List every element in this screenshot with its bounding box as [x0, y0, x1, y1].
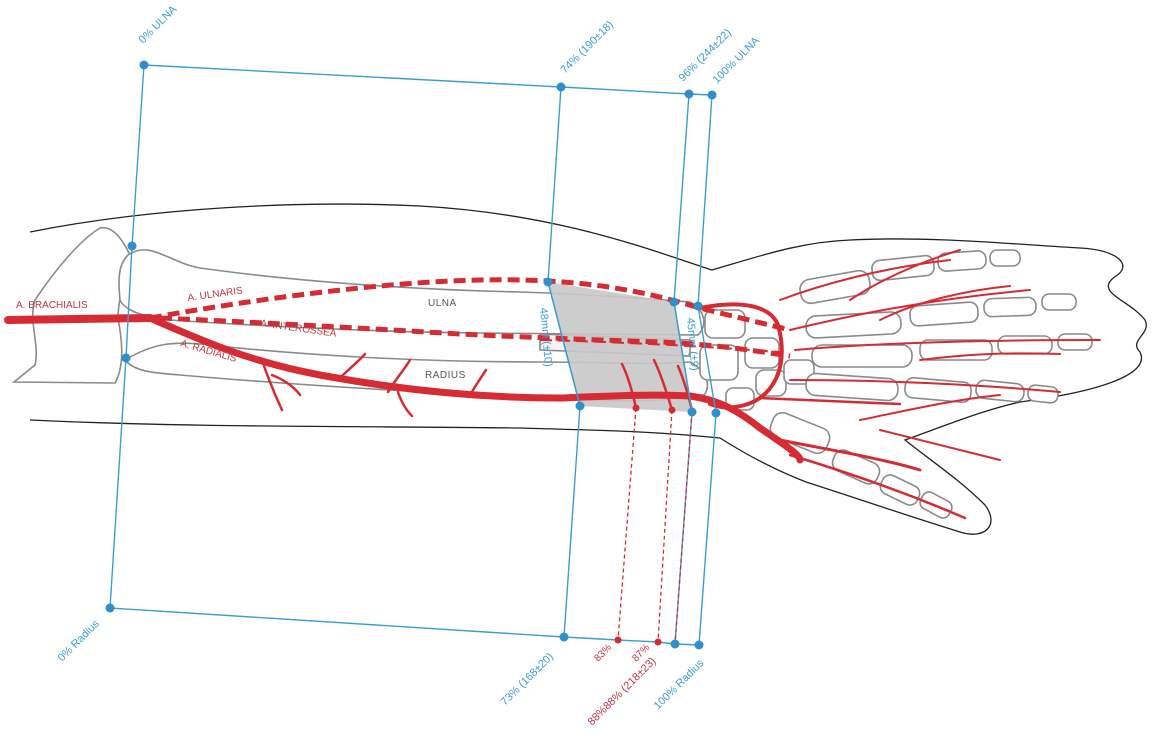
label-radius-88: 88%88% (218±23)	[586, 655, 659, 728]
point-ulna-96	[685, 90, 694, 99]
point-ulna-0	[140, 61, 149, 70]
label-brachialis: A. BRACHIALIS	[16, 300, 88, 311]
label-radius-0: 0% Radius	[56, 618, 102, 664]
projection-lines	[618, 408, 692, 644]
point-87	[655, 639, 662, 646]
point-radius-0	[106, 604, 115, 613]
label-radius-100: 100% Radius	[652, 657, 707, 712]
label-ulna-74: 74% (190±18)	[559, 19, 616, 76]
point-ulna-100	[708, 91, 717, 100]
point-radius-88	[671, 640, 680, 649]
label-radius-73: 73% (168±20)	[499, 651, 556, 708]
label-ulna-0: 0% ULNA	[137, 3, 180, 46]
label-radius-bone: RADIUS	[425, 370, 466, 381]
point-radius-100	[695, 641, 704, 650]
hand-bones	[700, 250, 1092, 520]
point-radius-73	[560, 633, 569, 642]
point-ulna-74	[557, 83, 566, 92]
point-83	[615, 637, 622, 644]
label-83: 83%	[592, 642, 614, 664]
label-ulna-bone: ULNA	[428, 298, 457, 309]
